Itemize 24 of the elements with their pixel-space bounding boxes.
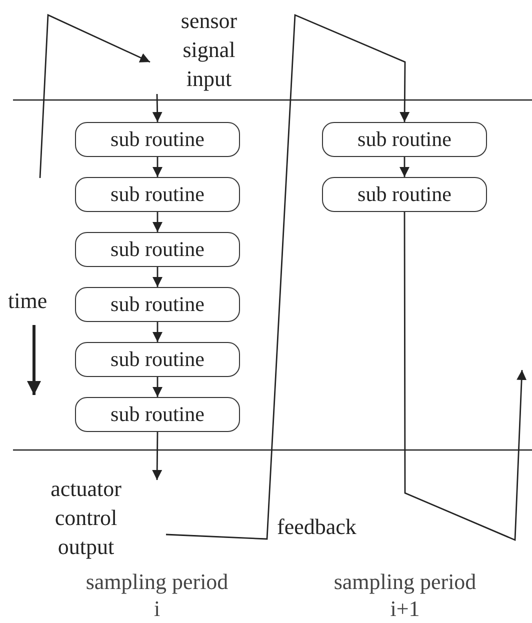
- arrow: [152, 377, 162, 397]
- arrow: [152, 322, 162, 342]
- arrow: [152, 267, 162, 287]
- arrow: [152, 157, 162, 177]
- arrow: [152, 94, 162, 122]
- arrow: [152, 432, 162, 480]
- subroutine-box: sub routine: [322, 177, 487, 212]
- edge-label: feedback: [277, 513, 356, 540]
- subroutine-box: sub routine: [75, 342, 240, 377]
- arrow: [39, 14, 150, 178]
- period-label: sampling period i: [84, 568, 230, 622]
- subroutine-box: sub routine: [75, 397, 240, 432]
- time-label: time: [8, 287, 48, 314]
- subroutine-box: sub routine: [322, 122, 487, 157]
- period-label: sampling period i+1: [332, 568, 478, 622]
- arrow: [404, 212, 527, 542]
- subroutine-box: sub routine: [75, 122, 240, 157]
- subroutine-box: sub routine: [75, 287, 240, 322]
- arrow: [166, 14, 410, 540]
- arrow: [400, 157, 410, 177]
- signal-label: sensor signal input: [150, 4, 250, 94]
- subroutine-box: sub routine: [75, 177, 240, 212]
- subroutine-box: sub routine: [75, 232, 240, 267]
- arrow: [152, 212, 162, 232]
